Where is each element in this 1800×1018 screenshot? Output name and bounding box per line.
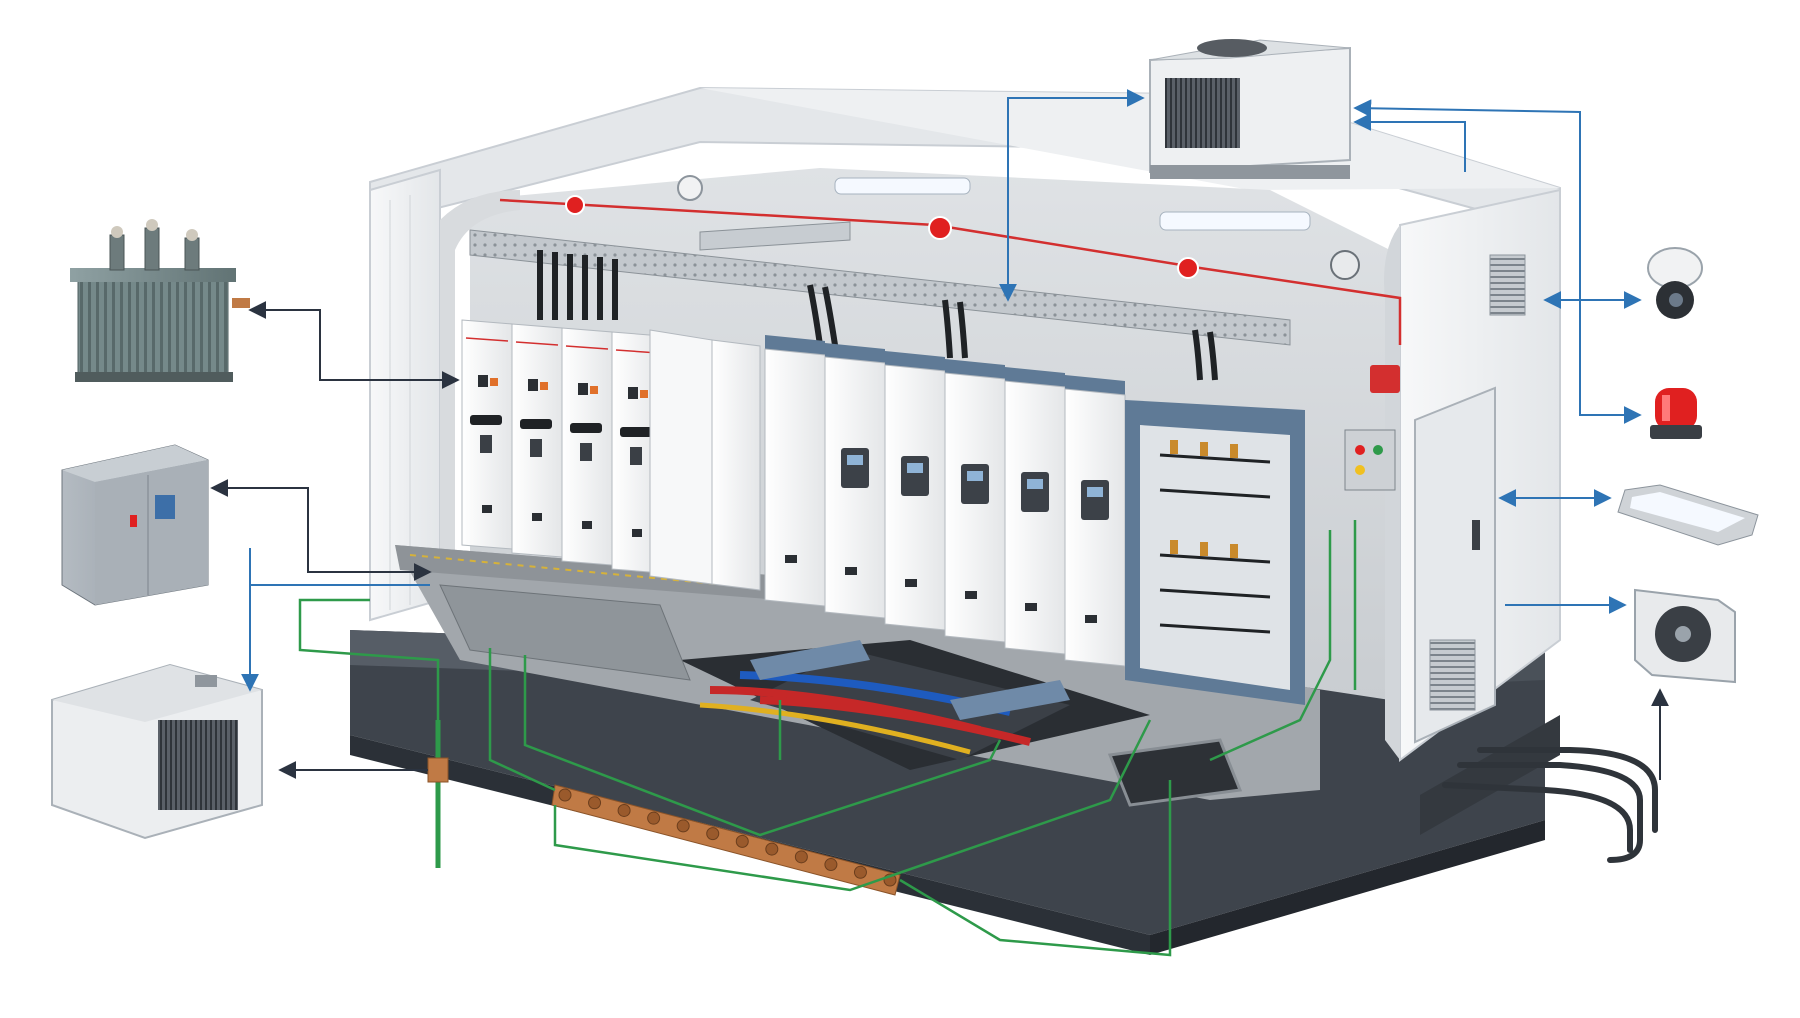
led-light-fixture-icon (1617, 484, 1759, 546)
high-voltage-switchgear-row (461, 319, 761, 591)
lv-panel-6 (1064, 375, 1126, 667)
ground-wire-3 (523, 655, 1002, 837)
link-cabinet-to-enclosure (210, 479, 432, 581)
alarm-beacon-icon (1650, 388, 1702, 439)
hv-switchgear-cabinet-1 (461, 319, 513, 550)
electrical-cabinet-icon (61, 444, 209, 606)
smoke-detector-2 (928, 216, 952, 240)
lv-panel-1 (764, 335, 826, 607)
ceiling-led-light-2 (1159, 211, 1311, 231)
low-voltage-panel-row (764, 335, 1126, 667)
lv-panel-5 (1004, 367, 1066, 655)
rooftop-air-conditioner-icon (1149, 39, 1351, 179)
transformer-icon (70, 219, 250, 382)
ground-wire-6 (899, 780, 1172, 957)
grounding-busbar-icon (551, 784, 901, 896)
trench-cable-red-2 (759, 696, 1031, 746)
hv-breaker-handle[interactable] (570, 423, 602, 433)
lv-meter-display (901, 456, 929, 496)
hv-switchgear-cabinet-2 (511, 323, 563, 558)
fire-alarm-panel (1370, 365, 1400, 393)
ground-wire-4 (553, 719, 1152, 892)
trench-crossbeam-2 (950, 680, 1070, 720)
trench-crossbeam-1 (750, 640, 870, 680)
lv-meter-display (961, 464, 989, 504)
door-handle[interactable] (1472, 520, 1480, 550)
cable-trench (439, 584, 1243, 807)
ac-outdoor-unit-icon (51, 663, 263, 840)
cable-entry-conduits (1420, 715, 1658, 863)
prefabricated-substation-enclosure (350, 39, 1658, 955)
link-rooftop-ac-roof (1353, 113, 1466, 172)
grounding-network (298, 520, 1357, 957)
wall-louver-top (1489, 254, 1526, 316)
link-blue-to-condenser (241, 548, 430, 692)
ground-wire-2 (488, 648, 556, 792)
hv-breaker-handle[interactable] (620, 427, 652, 437)
smoke-detector-1 (565, 195, 585, 215)
hv-switchgear-cabinet-3 (561, 327, 613, 566)
connection-lines (210, 89, 1669, 780)
open-distribution-cabinet (1125, 400, 1305, 705)
wall-control-box (1344, 429, 1396, 491)
lv-meter-display (1081, 480, 1109, 520)
overhead-cable-tray (469, 221, 1291, 381)
link-beacon (1579, 300, 1642, 424)
hv-switchgear-cabinet-6 (649, 329, 761, 591)
floor-access-cover (1107, 738, 1243, 807)
ceiling-led-light-1 (834, 177, 971, 195)
indoor-camera-dome (677, 175, 703, 201)
lv-meter-display (1021, 472, 1049, 512)
hv-breaker-handle[interactable] (520, 419, 552, 429)
lv-panel-2 (824, 343, 886, 619)
trench-cable-yellow (699, 702, 971, 755)
ground-wire-7 (1209, 530, 1332, 762)
link-transformer-to-switchgear (248, 301, 460, 389)
busbar-bolts (558, 788, 897, 887)
right-wall (1384, 188, 1561, 762)
lv-panel-4 (944, 359, 1006, 643)
cctv-camera-icon (1647, 247, 1703, 319)
ground-wire-1 (298, 598, 440, 720)
lv-meter-display (841, 448, 869, 488)
door-louver (1429, 639, 1476, 711)
trench-grate (439, 584, 691, 681)
fire-alarm-line (499, 198, 1402, 345)
lv-panel-3 (884, 351, 946, 631)
hv-breaker-handle[interactable] (470, 415, 502, 425)
exhaust-fan-icon (1634, 588, 1736, 684)
tray-power-cables (537, 250, 1218, 381)
smoke-detector-3 (1177, 257, 1199, 279)
indoor-camera-bullet (1330, 250, 1360, 280)
link-rooftop-ac-right (1353, 99, 1581, 300)
